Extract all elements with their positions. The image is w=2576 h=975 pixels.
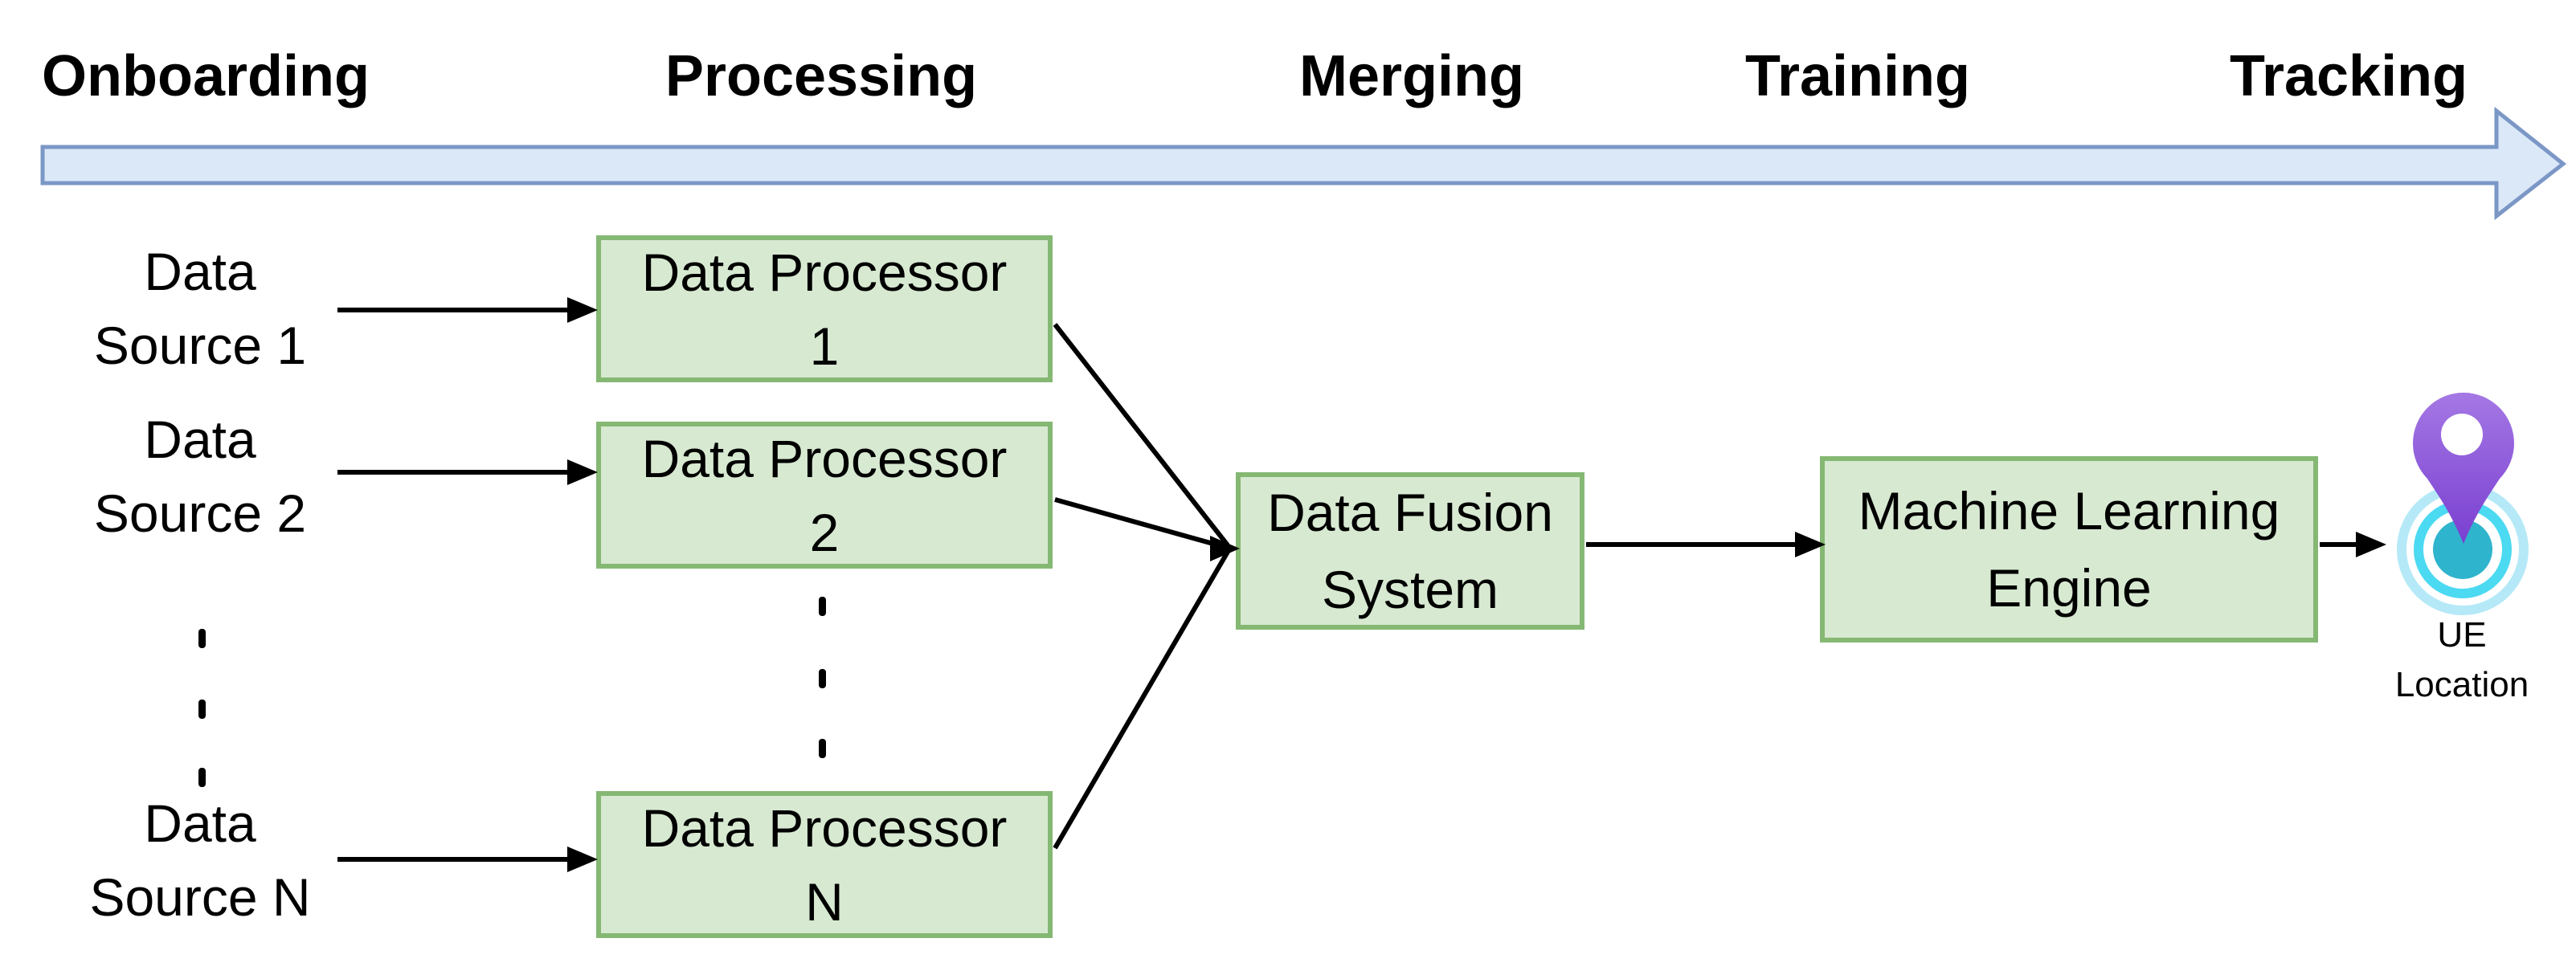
ml-to-location-head: [2356, 532, 2386, 557]
arrow-source-1: [337, 297, 598, 323]
processor-n-line2: N: [805, 871, 844, 932]
fusion-line2: System: [1321, 560, 1499, 619]
fan-line-2: [1054, 497, 1225, 549]
phase-label-tracking: Tracking: [2229, 44, 2468, 108]
source-2-line1: Data: [144, 410, 256, 469]
processor-2-line2: 2: [809, 502, 840, 562]
source-label-1: Data Source 1: [94, 235, 306, 382]
ue-location-line1: UE: [2437, 615, 2487, 655]
ellipsis-dot: [819, 597, 826, 616]
processor-1-line2: 1: [809, 316, 840, 376]
fusion-box: Data Fusion System: [1236, 472, 1584, 630]
fan-line-3: [1053, 550, 1230, 850]
phase-label-training: Training: [1744, 44, 1971, 108]
target-ring-outer: [2397, 483, 2529, 615]
map-pin-icon: [2413, 392, 2515, 544]
ellipsis-dot: [819, 669, 826, 688]
timeline-arrow: [40, 106, 2567, 221]
phase-label-merging: Merging: [1299, 44, 1524, 108]
target-ring-middle: [2414, 500, 2512, 598]
processor-box-n: Data Processor N: [596, 791, 1053, 938]
map-pin-body: [2413, 392, 2515, 544]
source-n-line2: Source N: [89, 867, 311, 927]
fusion-line1: Data Fusion: [1267, 483, 1553, 542]
target-ring-center: [2433, 520, 2492, 579]
arrow-source-2-head: [567, 459, 598, 485]
arrow-source-n-head: [567, 846, 598, 872]
ue-location-label: UE Location: [2395, 610, 2529, 710]
fusion-to-ml-arrow: [1586, 532, 1826, 557]
source-label-n: Data Source N: [89, 786, 310, 934]
arrow-source-n: [337, 846, 598, 872]
processor-1-line1: Data Processor: [641, 242, 1008, 302]
phase-label-onboarding: Onboarding: [42, 44, 370, 108]
processor-box-2: Data Processor 2: [596, 422, 1053, 569]
ellipsis-dot: [198, 700, 206, 719]
map-pin-hole: [2441, 414, 2483, 455]
processor-box-1: Data Processor 1: [596, 235, 1053, 382]
fan-line-1: [1053, 323, 1230, 547]
ellipsis-dot: [198, 768, 206, 787]
ellipsis-dot: [198, 629, 206, 648]
source-1-line1: Data: [144, 242, 256, 301]
processor-n-line1: Data Processor: [641, 798, 1008, 858]
source-1-line2: Source 1: [93, 316, 307, 375]
source-2-line2: Source 2: [93, 483, 307, 543]
ml-engine-box: Machine Learning Engine: [1820, 456, 2318, 643]
processor-2-line1: Data Processor: [641, 428, 1008, 488]
arrow-source-1-head: [567, 297, 598, 323]
ue-location-line2: Location: [2394, 665, 2529, 704]
ml-to-location-arrow: [2320, 532, 2386, 557]
source-n-line1: Data: [144, 793, 256, 853]
ml-engine-line2: Engine: [1986, 558, 2152, 618]
target-rings-icon: [2397, 483, 2529, 615]
ml-engine-line1: Machine Learning: [1858, 481, 2280, 541]
ellipsis-dot: [819, 739, 826, 758]
source-label-2: Data Source 2: [94, 402, 306, 550]
arrow-source-2: [337, 459, 598, 485]
phase-label-processing: Processing: [664, 44, 978, 108]
